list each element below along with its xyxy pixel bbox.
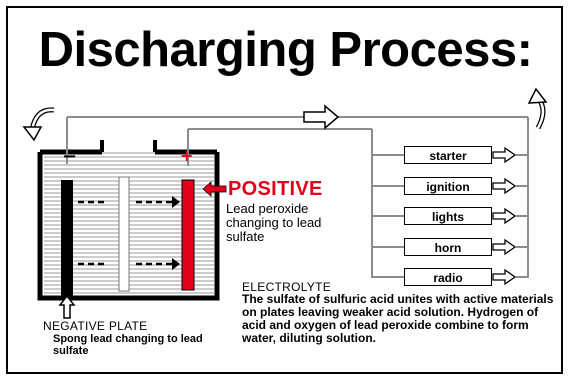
page-title: Discharging Process: [38, 23, 533, 77]
arrow-right-icon [492, 268, 517, 286]
arrow-right-icon [492, 207, 517, 225]
negative-plate [61, 180, 73, 296]
negative-plate-label: NEGATIVE PLATE [43, 319, 148, 333]
curved-arrow-icon [527, 87, 548, 130]
negative-plate-description: Spong lead changing to lead sulfate [53, 333, 203, 357]
arrow-right-icon [492, 238, 517, 256]
load-label-starter: starter [404, 146, 492, 164]
negative-terminal-symbol: − [62, 146, 78, 167]
arrow-up-icon [58, 294, 76, 319]
load-label-radio: radio [404, 268, 492, 286]
separator [118, 176, 130, 292]
electrolyte-label: ELECTROLYTE [242, 280, 332, 294]
positive-terminal-symbol: + [180, 146, 194, 165]
main-wires [66, 116, 529, 278]
positive-label: POSITIVE [228, 178, 323, 200]
load-label-ignition: ignition [404, 177, 492, 195]
arrow-right-icon [492, 146, 517, 164]
electrolyte-description: The sulfate of sulfuric acid unites with… [242, 292, 554, 345]
ion-flow-arrows [78, 196, 180, 270]
load-label-lights: lights [404, 207, 492, 225]
load-label-horn: horn [404, 238, 492, 256]
arrow-right-icon [303, 104, 340, 130]
curved-arrow-icon [22, 107, 55, 142]
positive-plate [181, 179, 195, 291]
load-wires [372, 146, 528, 286]
arrow-left-icon [202, 181, 227, 197]
positive-description: Lead peroxide changing to lead sulfate [226, 201, 322, 244]
arrow-right-icon [492, 177, 517, 195]
